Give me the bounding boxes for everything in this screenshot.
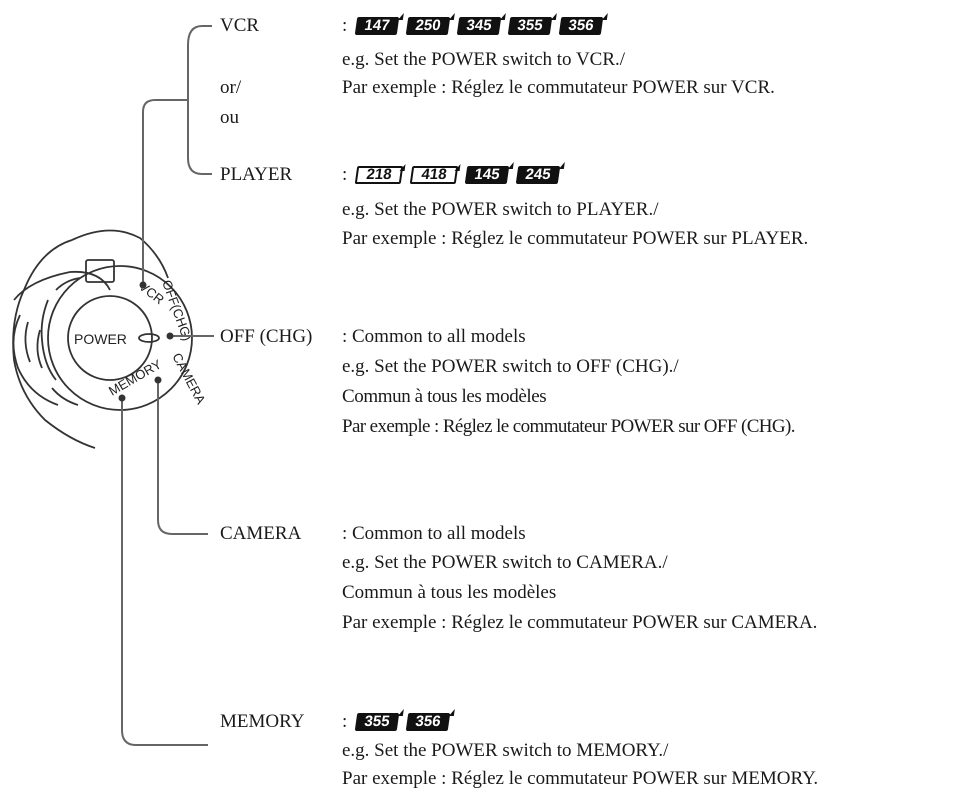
description-line: e.g. Set the POWER switch to OFF (CHG)./	[342, 356, 679, 377]
description-line: Commun à tous les modèles	[342, 582, 557, 603]
power-dial-switch-tab	[138, 333, 160, 343]
dot-memory	[118, 394, 126, 402]
mode-colon-camera: :	[342, 523, 348, 544]
or-text: or/	[220, 77, 242, 98]
model-badge: 250	[405, 17, 451, 35]
model-badge: 147	[354, 17, 400, 35]
description-line: e.g. Set the POWER switch to VCR./	[342, 49, 626, 70]
model-badges-vcr: 147 250 345 355 356	[354, 13, 604, 39]
mode-colon-memory: :	[342, 711, 348, 732]
description-line: Par exemple : Réglez le commutateur POWE…	[342, 228, 809, 249]
model-badge: 218	[354, 166, 404, 184]
description-line: Par exemple : Réglez le commutateur POWE…	[342, 416, 796, 437]
dial-center-label: POWER	[74, 331, 127, 347]
dot-off-chg	[166, 332, 174, 340]
model-badge: 418	[409, 166, 459, 184]
model-badge: 355	[354, 713, 400, 731]
leader-line-camera	[157, 382, 208, 535]
description-line: Par exemple : Réglez le commutateur POWE…	[342, 768, 819, 789]
model-badges-player: 218 418 145 245	[354, 162, 561, 188]
dot-camera	[154, 376, 162, 384]
mode-label-camera: CAMERA	[220, 523, 302, 544]
model-badge: 345	[456, 17, 502, 35]
description-line: e.g. Set the POWER switch to CAMERA./	[342, 552, 668, 573]
mode-colon-vcr: :	[342, 15, 348, 36]
description-line: e.g. Set the POWER switch to MEMORY./	[342, 740, 669, 761]
mode-label-off-chg: OFF (CHG)	[220, 326, 313, 347]
mode-colon-player: :	[342, 164, 348, 185]
model-badge: 356	[405, 713, 451, 731]
description-line: Par exemple : Réglez le commutateur POWE…	[342, 77, 775, 98]
mode-head-off-chg: Common to all models	[352, 326, 526, 347]
mode-label-player: PLAYER	[220, 164, 293, 185]
camera-strap	[12, 314, 59, 406]
model-badge: 245	[515, 166, 561, 184]
model-badge: 356	[558, 17, 604, 35]
mode-colon-off-chg: :	[342, 326, 348, 347]
power-dial-ring	[47, 265, 193, 411]
description-line: Par exemple : Réglez le commutateur POWE…	[342, 612, 818, 633]
power-dial-knob	[67, 295, 153, 381]
model-badge: 145	[464, 166, 510, 184]
model-badges-memory: 355 356	[354, 709, 451, 735]
ring-label-memory: MEMORY	[106, 356, 164, 398]
leader-line-memory	[121, 400, 208, 746]
ou-text: ou	[220, 107, 239, 128]
mode-label-vcr: VCR	[220, 15, 260, 36]
description-line: e.g. Set the POWER switch to PLAYER./	[342, 199, 659, 220]
mode-label-memory: MEMORY	[220, 711, 305, 732]
mode-head-camera: Common to all models	[352, 523, 526, 544]
ring-label-off-chg: OFF(CHG)	[159, 278, 195, 343]
description-line: Commun à tous les modèles	[342, 386, 547, 407]
camera-grip	[13, 270, 111, 301]
camera-body-outline	[12, 239, 96, 449]
leader-line-vcr-player	[142, 25, 212, 283]
dot-vcr	[139, 281, 147, 289]
camera-eyecup	[85, 259, 115, 283]
camera-body-outline-top	[71, 229, 169, 279]
model-badge: 355	[507, 17, 553, 35]
